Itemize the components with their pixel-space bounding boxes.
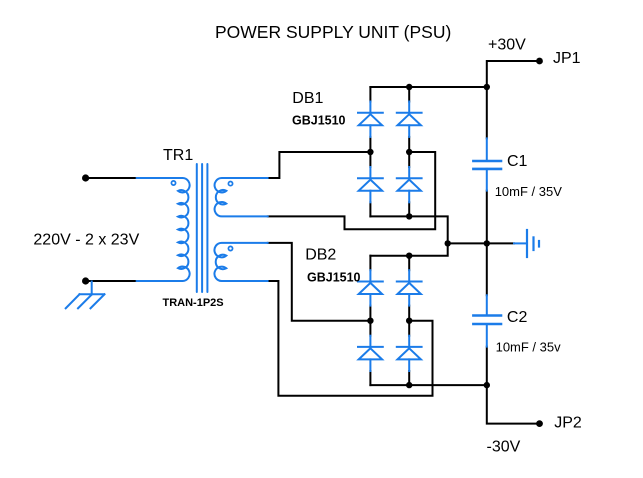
- svg-text:DB2: DB2: [305, 247, 336, 264]
- svg-text:C2: C2: [507, 309, 528, 326]
- svg-text:C1: C1: [507, 153, 528, 170]
- svg-text:POWER SUPPLY UNIT (PSU): POWER SUPPLY UNIT (PSU): [215, 22, 451, 42]
- svg-text:+30V: +30V: [488, 37, 526, 54]
- svg-text:10mF / 35v: 10mF / 35v: [496, 340, 562, 355]
- svg-text:GBJ1510: GBJ1510: [307, 271, 361, 285]
- svg-text:TRAN-1P2S: TRAN-1P2S: [163, 297, 224, 309]
- svg-text:JP1: JP1: [553, 50, 581, 67]
- svg-text:GBJ1510: GBJ1510: [292, 113, 346, 127]
- svg-text:-30V: -30V: [487, 439, 521, 456]
- svg-text:JP2: JP2: [554, 415, 582, 432]
- svg-text:10mF / 35V: 10mF / 35V: [495, 184, 563, 199]
- svg-text:220V - 2 x 23V: 220V - 2 x 23V: [33, 232, 139, 249]
- svg-text:TR1: TR1: [163, 147, 193, 164]
- svg-text:DB1: DB1: [292, 90, 323, 107]
